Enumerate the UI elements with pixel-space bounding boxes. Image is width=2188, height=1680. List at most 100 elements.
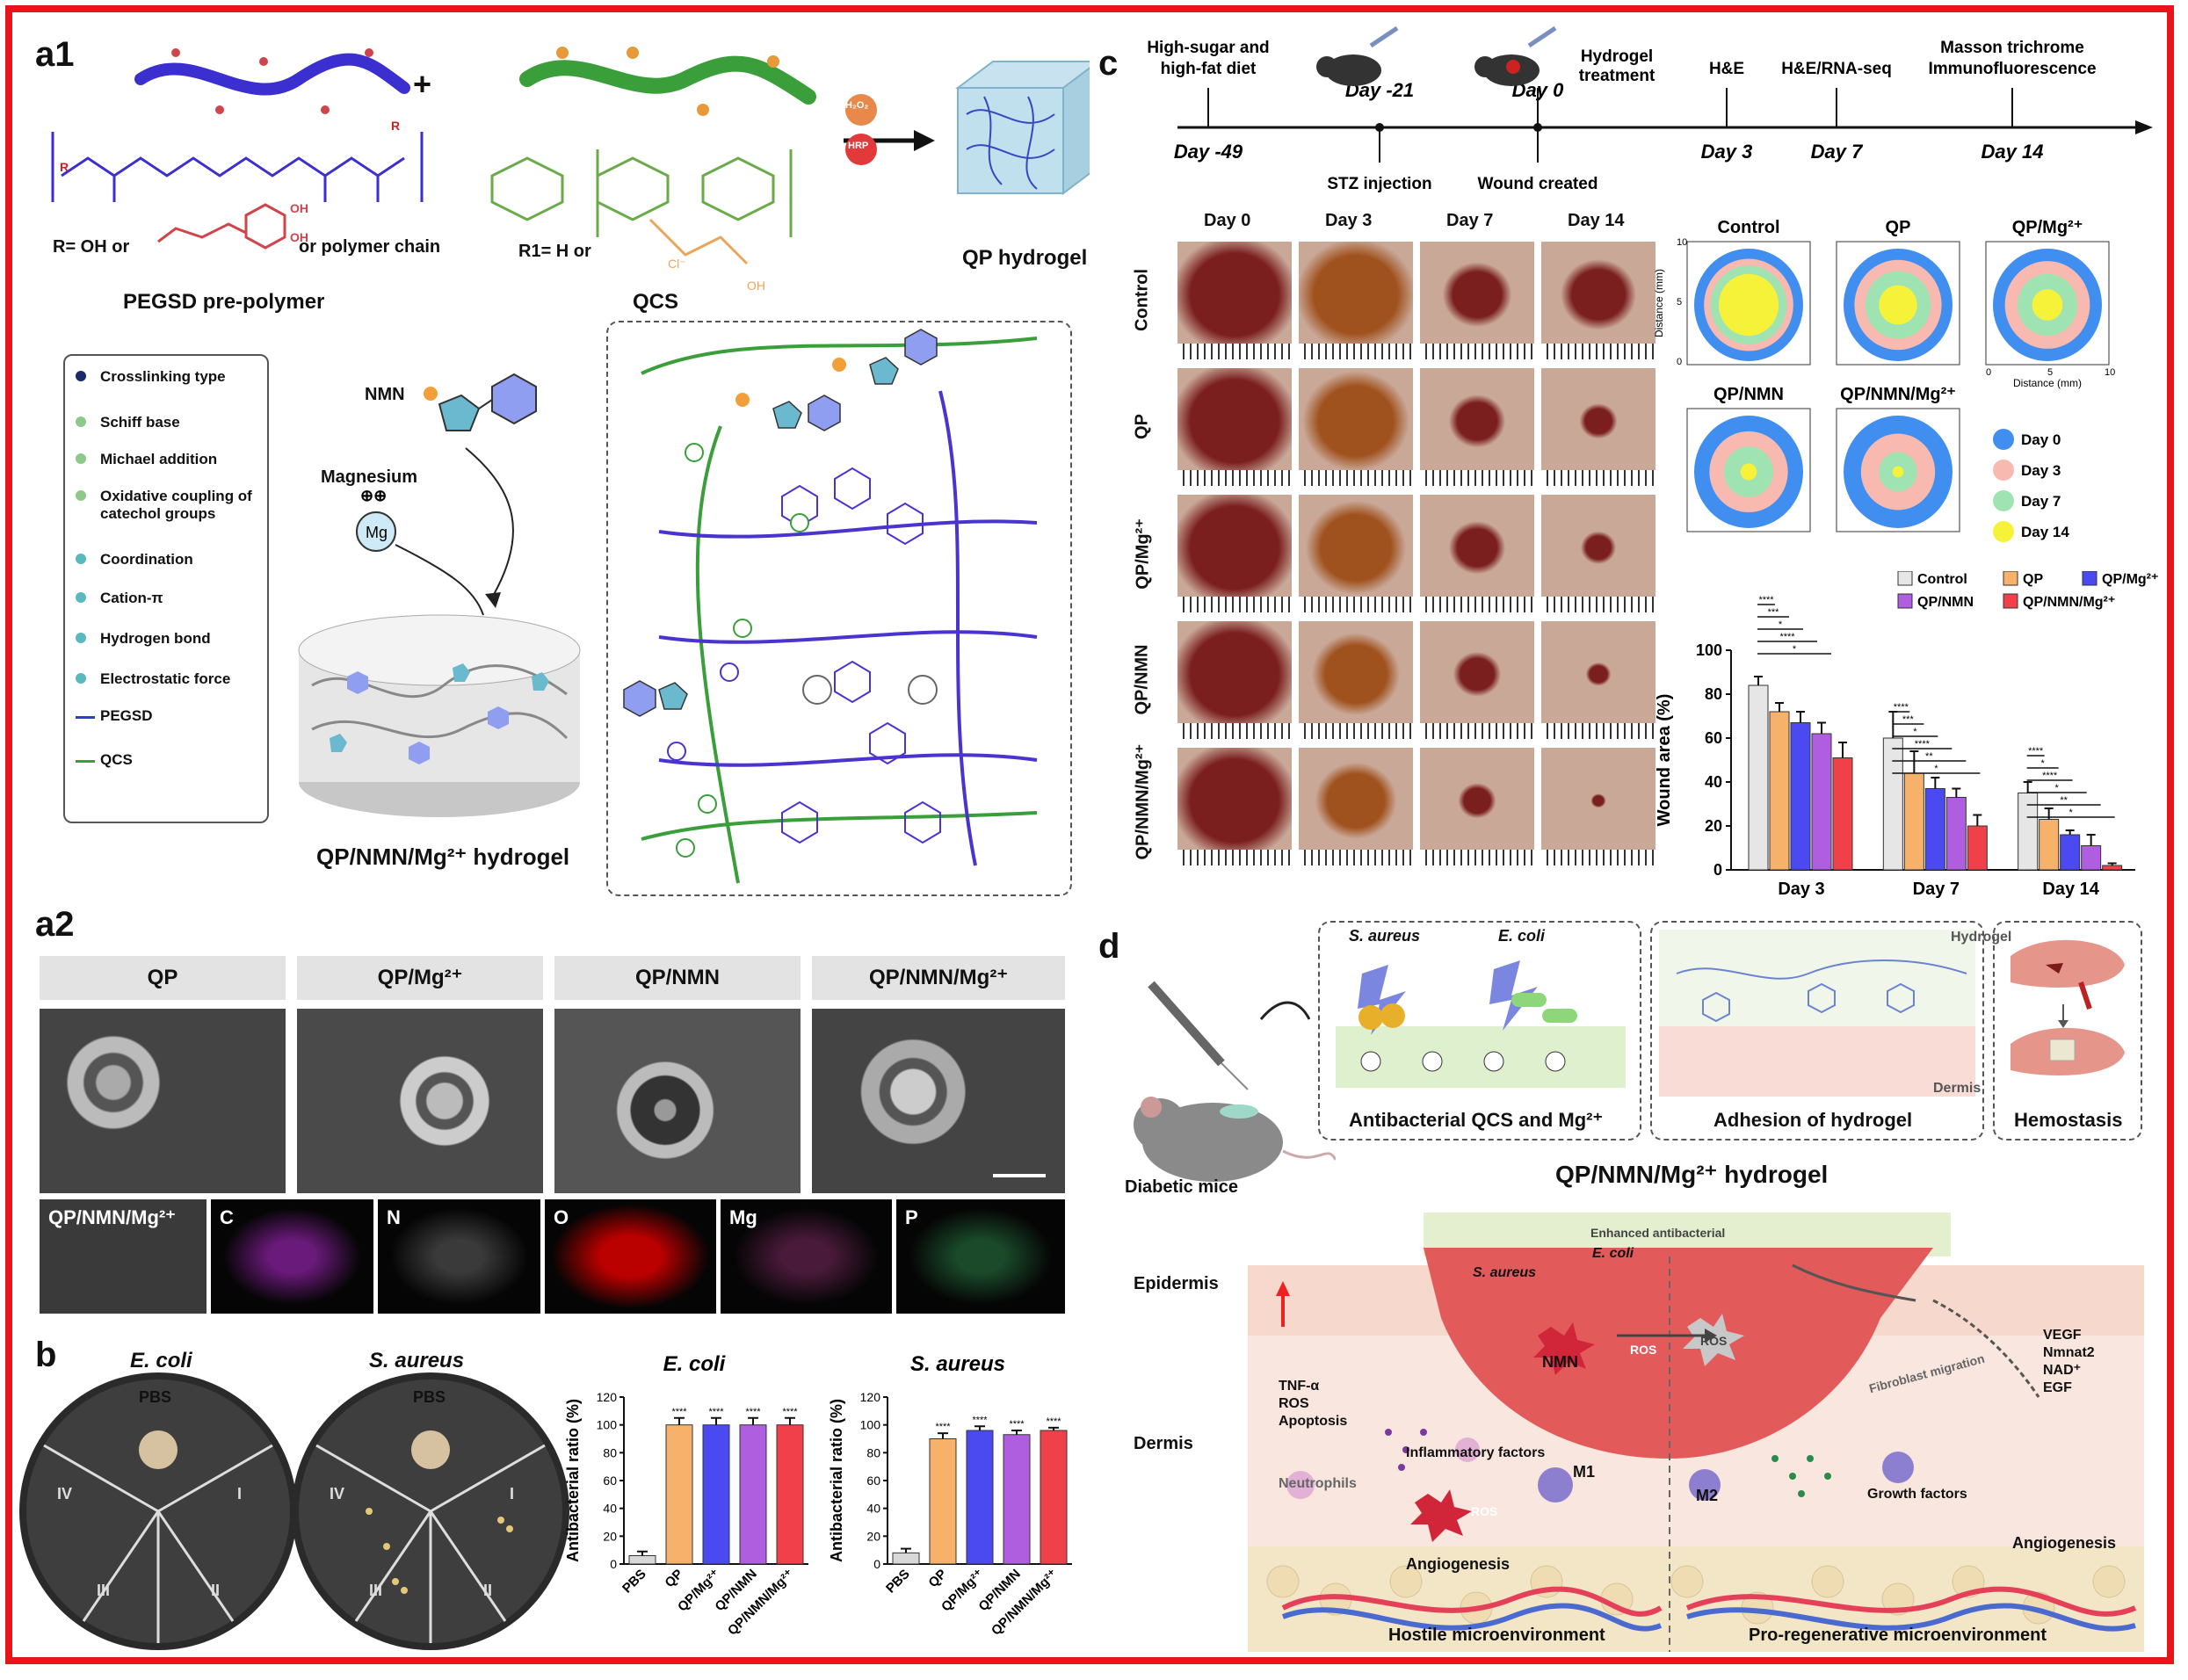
wound-photo: [1299, 748, 1413, 865]
wound-trace: [1879, 285, 1917, 325]
y-tick-label: 0: [873, 1557, 880, 1571]
timeline-day-label: Day 7: [1811, 141, 1864, 163]
e-coli-label: E. coli: [1498, 927, 1546, 945]
ruler: [1420, 344, 1534, 359]
trace-legend-label: Day 3: [2021, 462, 2061, 479]
y-tick-label: 20: [603, 1529, 617, 1543]
nmn-small-label: NMN: [1542, 1353, 1578, 1371]
significance-label: *: [1779, 619, 1783, 630]
trace-legend-swatch: [1993, 429, 2014, 450]
trace-title: QP/NMN/Mg²⁺: [1840, 385, 1956, 404]
ruler: [1177, 470, 1292, 486]
trace-x-axis-label: Distance (mm): [2013, 377, 2082, 389]
dermis-label: Dermis: [1134, 1434, 1193, 1453]
a1-chemistry-scheme: R R OH OH Cl⁻ OH: [51, 47, 1090, 293]
y-tick-label: 0: [610, 1557, 617, 1571]
significance-label: ****: [745, 1407, 761, 1417]
svg-text:OH: OH: [747, 279, 765, 293]
legend-label: Control: [1917, 572, 1967, 587]
y-tick-label: 120: [597, 1390, 618, 1404]
bar: [2039, 819, 2060, 871]
wound-photo: [1541, 621, 1655, 739]
x-tick-label: Day 14: [2042, 880, 2099, 899]
ruler: [1299, 723, 1413, 739]
eds-map-mg: Mg: [721, 1199, 892, 1314]
legend-item-label: Coordination: [100, 551, 193, 568]
plate2-i: I: [510, 1485, 515, 1503]
diabetic-mice-label: Diabetic mice: [1125, 1177, 1238, 1197]
legend-dot-icon: [76, 633, 86, 643]
plate2-iv: IV: [330, 1485, 345, 1503]
photo-col-header: Day 0: [1204, 211, 1251, 230]
timeline-event: STZ injection: [1327, 175, 1431, 193]
mouse-syringe-illustration: [1134, 981, 1336, 1182]
bar: [1924, 788, 1945, 871]
ruler: [1420, 850, 1534, 865]
antibacterial-illustration: [1336, 960, 1626, 1088]
wound-photo: [1299, 621, 1413, 739]
y-tick-label: 0: [1713, 861, 1722, 879]
wound-trace: [1718, 273, 1779, 337]
plate2-iii: III: [369, 1582, 383, 1599]
wound-trace: [1740, 463, 1757, 481]
legend-item-label: Cation-π: [100, 590, 163, 606]
ros-label-2: ROS: [1471, 1504, 1498, 1518]
x-tick-label: QP/NMN/Mg²⁺: [989, 1567, 1061, 1639]
angiogenesis-left: Angiogenesis: [1406, 1555, 1511, 1573]
panel-label-d: d: [1098, 927, 1120, 966]
bar: [628, 1555, 656, 1565]
qp-hydrogel-label: QP hydrogel: [962, 246, 1088, 270]
svg-text:Mg: Mg: [366, 524, 388, 541]
hemostasis-box-title: Hemostasis: [2014, 1109, 2123, 1131]
x-tick-label: QP: [925, 1567, 949, 1590]
ruler: [1299, 344, 1413, 359]
scale-bar: [993, 1174, 1046, 1177]
wound-photo: [1177, 748, 1292, 865]
bar: [1748, 684, 1769, 871]
legend-item: Crosslinking type: [76, 368, 285, 386]
significance-label: **: [2060, 795, 2068, 806]
angiogenesis-right: Angiogenesis: [2012, 1534, 2117, 1552]
x-tick-label: QP: [662, 1567, 685, 1590]
wound-photo: [1177, 495, 1292, 612]
trace-legend-swatch: [1993, 521, 2014, 542]
panel-label-a2: a2: [35, 905, 75, 944]
legend-swatch: [2003, 593, 2018, 609]
wound-photo: [1177, 621, 1292, 739]
plate2-ii: II: [483, 1582, 493, 1599]
pegsd-or-chain: or polymer chain: [299, 237, 441, 257]
hydrogel-tag: Hydrogel: [1951, 930, 2012, 945]
legend-label: QP/Mg²⁺: [2102, 572, 2158, 587]
pro-regenerative-label: Pro-regenerative microenvironment: [1749, 1626, 2047, 1645]
mouse-head-icon: [1316, 56, 1337, 77]
significance-label: ****: [1758, 595, 1774, 605]
legend-item-label: Schiff base: [100, 414, 180, 431]
main-hydrogel-title: QP/NMN/Mg²⁺ hydrogel: [1555, 1161, 1829, 1188]
wound-photo: [1420, 368, 1534, 486]
significance-label: ***: [1902, 714, 1915, 725]
sem-image-qp-nmn-mg: [812, 1009, 1065, 1193]
wound-photo: [1420, 242, 1534, 359]
significance-label: ****: [1779, 632, 1795, 642]
y-tick-label: 40: [603, 1502, 617, 1516]
m1-label: M1: [1573, 1463, 1596, 1481]
y-tick-label: 100: [1696, 641, 1722, 659]
legend-dot-icon: [76, 490, 86, 501]
significance-label: *: [2041, 758, 2046, 769]
significance-label: ****: [1046, 1416, 1061, 1427]
sem-tab-qp-nmn: QP/NMN: [554, 956, 801, 1000]
antibacterial-box: [1318, 921, 1641, 1141]
timeline-event: Masson trichrome: [1940, 39, 2084, 57]
bar: [2060, 834, 2081, 871]
bar: [2081, 845, 2102, 871]
enhanced-antibacterial-label: Enhanced antibacterial: [1590, 1226, 1726, 1240]
ruler: [1177, 850, 1292, 865]
significance-label: ****: [1009, 1419, 1025, 1430]
significance-label: *: [1934, 764, 1938, 774]
ros-label-1: ROS: [1630, 1343, 1657, 1357]
significance-label: ****: [1894, 702, 1909, 713]
s-aureus-small: S. aureus: [1473, 1265, 1537, 1280]
wound-trace: [1892, 466, 1904, 478]
